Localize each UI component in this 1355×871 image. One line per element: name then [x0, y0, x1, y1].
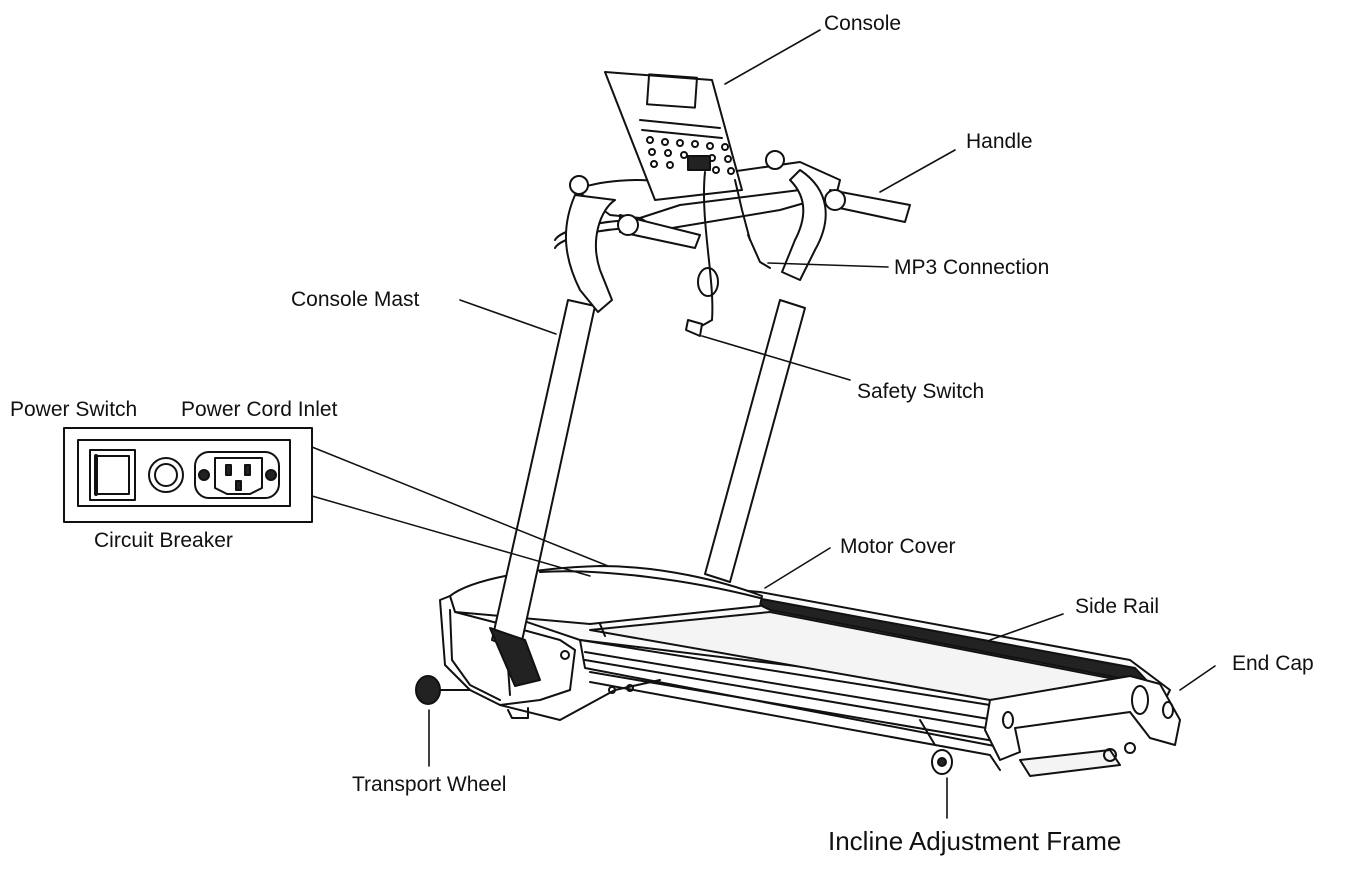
console: [604, 71, 743, 201]
circuit-breaker-icon: [148, 457, 184, 493]
label-transport-wheel: Transport Wheel: [352, 773, 507, 796]
power-switch-icon: [89, 449, 136, 501]
console-mast: [489, 299, 806, 687]
end-cap: [984, 675, 1181, 777]
label-safety-switch: Safety Switch: [857, 380, 985, 403]
label-circuit-breaker: Circuit Breaker: [94, 529, 233, 552]
label-console: Console: [824, 12, 902, 35]
console-buttons: [646, 136, 735, 175]
incline-wheel: [919, 719, 953, 775]
leader-lines: [428, 29, 1216, 819]
safety-key: [685, 171, 771, 337]
label-power-switch: Power Switch: [10, 398, 138, 421]
label-incline-adjustment-frame: Incline Adjustment Frame: [828, 826, 1122, 856]
power-panel: [63, 427, 609, 577]
label-side-rail: Side Rail: [1075, 595, 1160, 618]
power-cord-inlet-icon: [194, 451, 280, 499]
transport-wheel: [415, 675, 471, 705]
label-mp3-connection: MP3 Connection: [894, 256, 1050, 279]
label-console-mast: Console Mast: [291, 288, 420, 311]
label-motor-cover: Motor Cover: [840, 535, 956, 558]
label-power-cord-inlet: Power Cord Inlet: [181, 398, 338, 421]
label-end-cap: End Cap: [1232, 652, 1314, 675]
label-handle: Handle: [966, 130, 1033, 153]
